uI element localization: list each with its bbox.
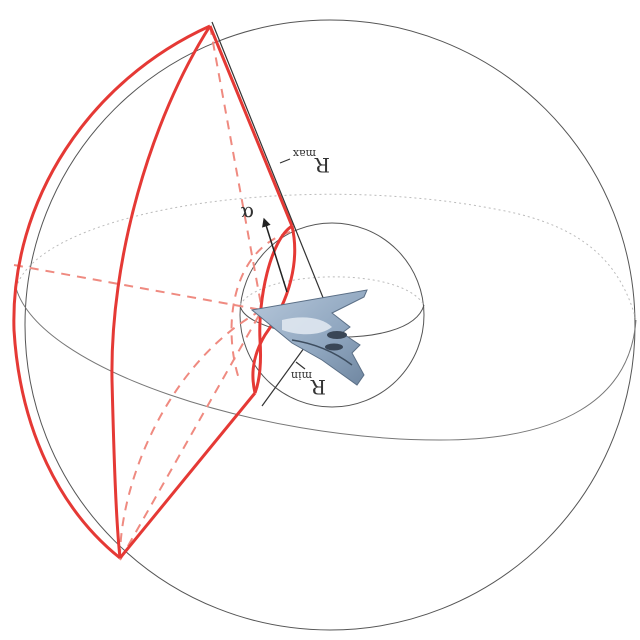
r-min-label: R min <box>291 369 326 399</box>
r-max-tick <box>279 158 291 164</box>
svg-text:max: max <box>292 147 316 160</box>
r-max-label: R max <box>292 147 330 177</box>
svg-text:min: min <box>291 369 312 382</box>
svg-text:R: R <box>314 153 330 177</box>
outer-equator-back <box>15 193 637 321</box>
arrow-icon <box>262 217 288 293</box>
sector-visible-edges <box>12 24 297 560</box>
r-min-tick <box>295 361 306 370</box>
outer-sphere <box>24 19 636 631</box>
svg-text:R: R <box>310 375 326 399</box>
r-max-line <box>211 21 329 311</box>
inner-sphere <box>239 222 425 408</box>
stealth-bomber-icon <box>250 289 368 386</box>
outer-equator-front <box>15 287 637 441</box>
alpha-label: α <box>240 202 254 226</box>
